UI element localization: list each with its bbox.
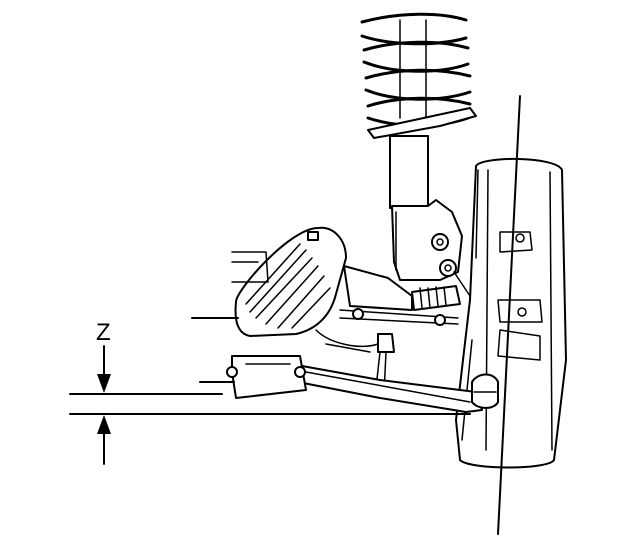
ball-joint	[471, 373, 499, 409]
vertical-reference-line	[497, 95, 521, 535]
strut-body	[389, 135, 463, 281]
subframe-mount	[226, 355, 307, 399]
strut-bolt-lower	[439, 259, 457, 277]
wheel-hub	[497, 231, 543, 361]
dimension-label: Z	[96, 319, 111, 346]
lower-control-arm	[297, 365, 483, 413]
dimension-arrow-lower	[97, 415, 111, 465]
strut-bolt-upper	[431, 233, 449, 251]
steering-gear	[231, 226, 347, 337]
coil-spring	[360, 12, 472, 127]
spring-seat	[367, 107, 477, 139]
tie-rod	[339, 265, 461, 326]
dimension-arrow-upper	[97, 345, 111, 393]
tire	[455, 157, 567, 469]
